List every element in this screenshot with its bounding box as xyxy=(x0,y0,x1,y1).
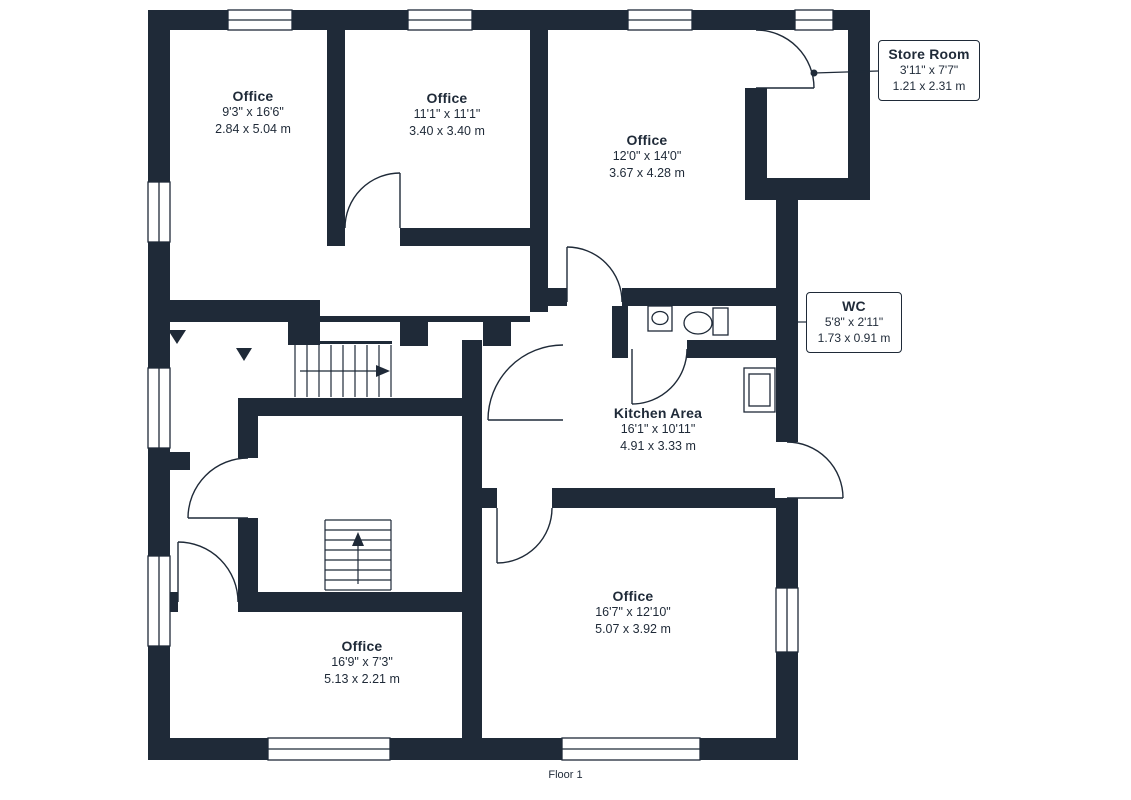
wall xyxy=(462,340,482,738)
wall xyxy=(288,300,320,345)
wall xyxy=(848,10,870,200)
window xyxy=(147,555,171,647)
wall xyxy=(238,592,462,612)
fixtures xyxy=(647,305,776,413)
door-swing-mark xyxy=(168,330,186,344)
door-arc xyxy=(786,441,844,499)
callout-leaders xyxy=(797,69,879,323)
store-room-leader-line xyxy=(813,70,879,74)
callout-store-room: Store Room 3'11" x 7'7" 1.21 x 2.31 m xyxy=(878,40,980,101)
window xyxy=(407,9,473,31)
room-name: WC xyxy=(842,298,866,314)
staircase-lower xyxy=(324,519,392,591)
staircase-upper xyxy=(294,345,392,397)
wall xyxy=(238,416,258,458)
wall xyxy=(320,316,400,322)
wall xyxy=(687,340,776,358)
wall xyxy=(511,316,530,322)
stair-direction-arrow xyxy=(352,532,364,546)
window xyxy=(561,737,701,761)
doors xyxy=(177,29,844,603)
window xyxy=(147,181,171,243)
store-room-leader-dot xyxy=(810,69,818,77)
wall xyxy=(483,316,511,346)
door-arc xyxy=(496,507,553,564)
room-dim-imperial: 3'11" x 7'7" xyxy=(899,63,959,77)
wall xyxy=(552,488,776,508)
window xyxy=(627,9,693,31)
door-arc xyxy=(566,246,623,303)
window xyxy=(227,9,293,31)
floor-caption: Floor 1 xyxy=(548,769,583,781)
room-dim-imperial: 5'8" x 2'11" xyxy=(824,315,884,329)
door-arc xyxy=(187,457,249,519)
stair-direction-arrow xyxy=(376,365,390,377)
windows xyxy=(147,9,834,761)
window xyxy=(147,367,171,449)
toilet-icon xyxy=(683,307,729,336)
window xyxy=(267,737,391,761)
wall xyxy=(238,398,462,416)
wall xyxy=(745,178,870,200)
wall xyxy=(327,30,345,246)
room-dim-metric: 1.21 x 2.31 m xyxy=(892,79,966,93)
window xyxy=(794,9,834,31)
door-arc xyxy=(344,172,401,229)
wall xyxy=(400,316,428,346)
door-arc xyxy=(487,344,564,421)
wall xyxy=(295,341,392,344)
door-arc xyxy=(755,29,815,89)
sink-icon xyxy=(647,305,673,332)
callout-wc: WC 5'8" x 2'11" 1.73 x 0.91 m xyxy=(806,292,902,353)
door-arc xyxy=(177,541,239,603)
wall xyxy=(148,300,288,322)
wall xyxy=(148,452,190,470)
wall xyxy=(530,30,548,312)
window xyxy=(775,587,799,653)
wall xyxy=(745,88,767,200)
wall xyxy=(170,592,178,612)
wall xyxy=(482,488,497,508)
room-dim-metric: 1.73 x 0.91 m xyxy=(817,331,891,345)
wall xyxy=(548,288,567,306)
wall xyxy=(428,316,483,322)
wall xyxy=(238,518,258,592)
utility-cabinet-icon xyxy=(743,367,776,413)
door-opening xyxy=(775,442,799,498)
room-name: Store Room xyxy=(888,46,970,62)
wall xyxy=(612,306,628,358)
stairs xyxy=(294,345,392,591)
door-swing-mark xyxy=(236,348,252,361)
wall xyxy=(400,228,548,246)
door-arc xyxy=(631,348,688,405)
wall xyxy=(622,288,776,306)
